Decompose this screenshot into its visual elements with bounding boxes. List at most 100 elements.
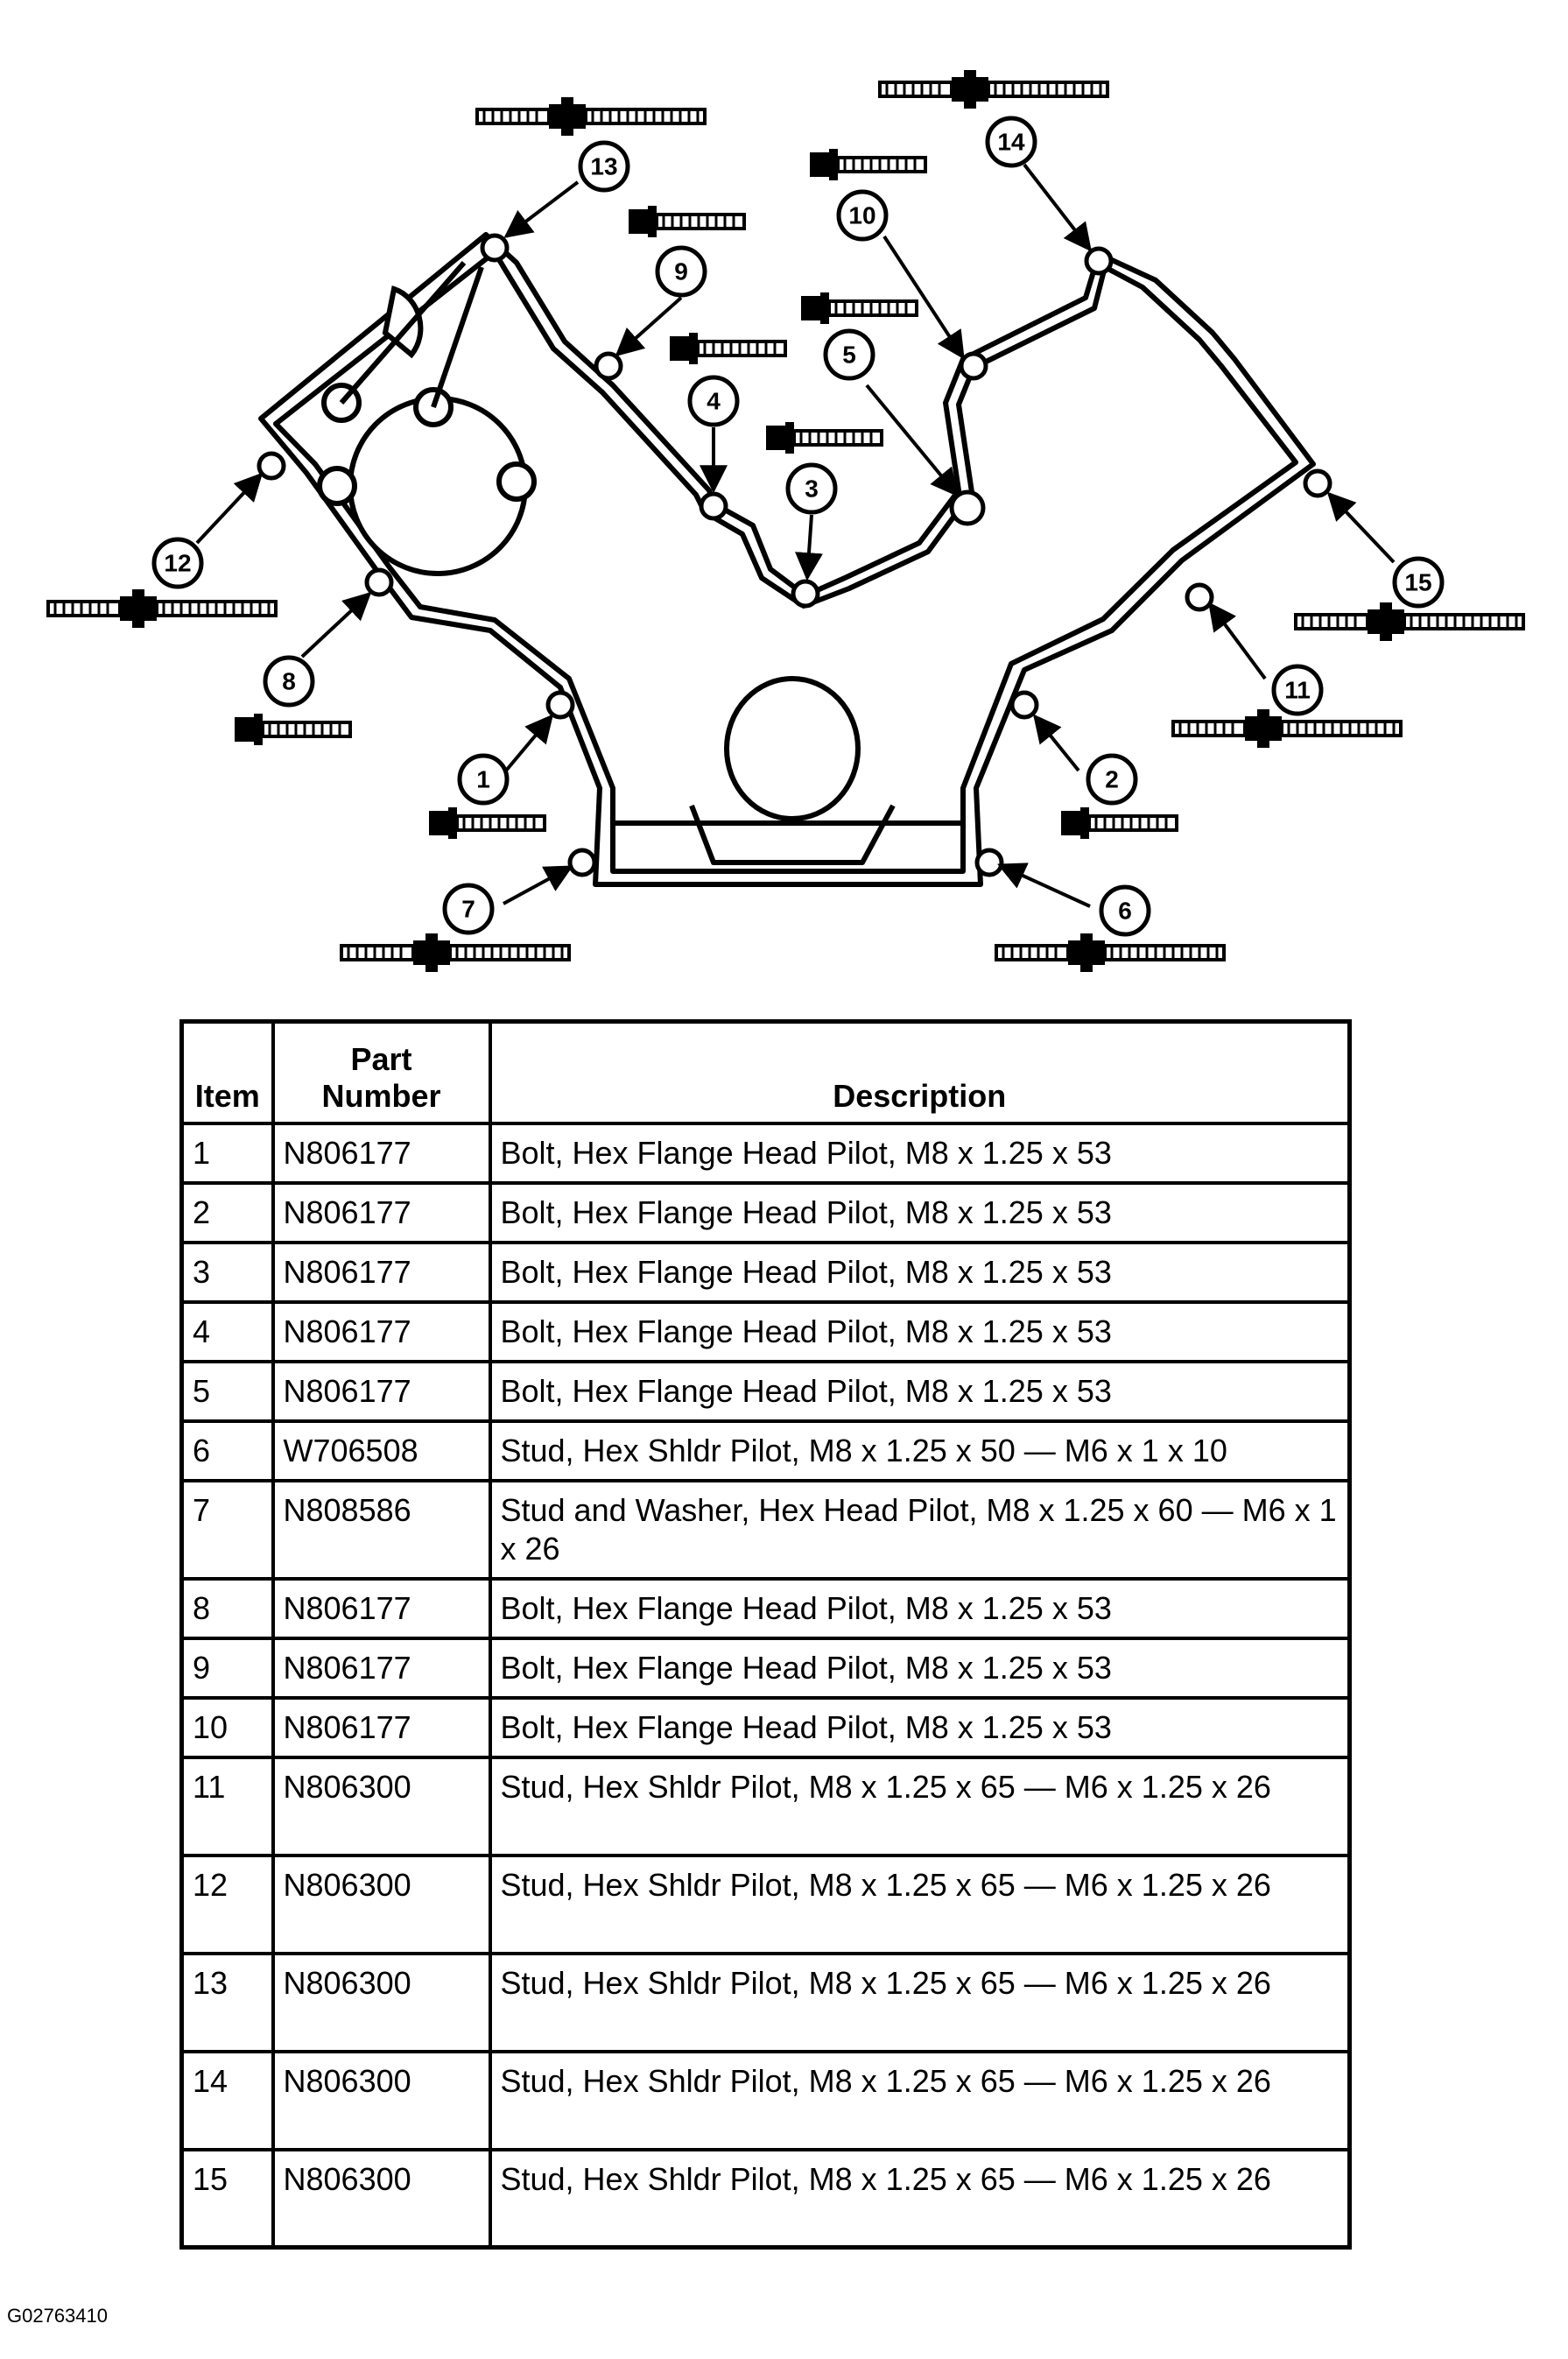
parts-table: Item Part Number Description 1 N806177 B… — [179, 1019, 1352, 2250]
item-cell: 14 — [179, 2049, 275, 2151]
table-row: 4 N806177 Bolt, Hex Flange Head Pilot, M… — [179, 1299, 1352, 1363]
table-row: 14 N806300 Stud, Hex Shldr Pilot, M8 x 1… — [179, 2049, 1352, 2151]
description-cell: Bolt, Hex Flange Head Pilot, M8 x 1.25 x… — [488, 1695, 1352, 1759]
callout-12: 12 — [151, 537, 204, 589]
table-row: 7 N808586 Stud and Washer, Hex Head Pilo… — [179, 1478, 1352, 1581]
svg-text:15: 15 — [1404, 569, 1431, 596]
callout-9: 9 — [655, 245, 707, 298]
description-cell: Bolt, Hex Flange Head Pilot, M8 x 1.25 x… — [488, 1180, 1352, 1244]
callout-14: 14 — [985, 116, 1037, 168]
callout-10: 10 — [836, 189, 889, 242]
part-number-cell: N806300 — [271, 1755, 492, 1857]
item-cell: 12 — [179, 1853, 275, 1955]
part-number-header-line1: Part — [350, 1040, 412, 1077]
part-number-cell: N806177 — [271, 1180, 492, 1244]
callout-11: 11 — [1271, 664, 1324, 716]
figure-reference-code: G02763410 — [7, 2305, 108, 2327]
svg-text:13: 13 — [590, 153, 617, 180]
description-cell: Stud, Hex Shldr Pilot, M8 x 1.25 x 65 — … — [488, 2147, 1352, 2250]
table-row: 5 N806177 Bolt, Hex Flange Head Pilot, M… — [179, 1359, 1352, 1423]
part-number-cell: N806177 — [271, 1695, 492, 1759]
bolt-holes — [257, 233, 1332, 877]
svg-text:1: 1 — [476, 766, 490, 793]
svg-text:11: 11 — [1284, 677, 1311, 704]
description-cell: Stud, Hex Shldr Pilot, M8 x 1.25 x 65 — … — [488, 2049, 1352, 2151]
description-cell: Stud, Hex Shldr Pilot, M8 x 1.25 x 50 — … — [488, 1419, 1352, 1482]
item-cell: 11 — [179, 1755, 275, 1857]
item-cell: 9 — [179, 1636, 275, 1700]
part-number-cell: N808586 — [271, 1478, 492, 1581]
description-cell: Bolt, Hex Flange Head Pilot, M8 x 1.25 x… — [488, 1359, 1352, 1423]
svg-text:12: 12 — [164, 550, 191, 577]
item-cell: 5 — [179, 1359, 275, 1423]
svg-text:6: 6 — [1118, 898, 1132, 925]
item-cell: 15 — [179, 2147, 275, 2250]
callout-3: 3 — [785, 462, 838, 515]
part-number-cell: N806177 — [271, 1121, 492, 1185]
table-row: 3 N806177 Bolt, Hex Flange Head Pilot, M… — [179, 1240, 1352, 1304]
svg-text:3: 3 — [805, 475, 819, 503]
table-row: 2 N806177 Bolt, Hex Flange Head Pilot, M… — [179, 1180, 1352, 1244]
part-number-cell: N806177 — [271, 1240, 492, 1304]
callout-4: 4 — [687, 375, 740, 427]
callout-7: 7 — [442, 883, 495, 935]
description-cell: Bolt, Hex Flange Head Pilot, M8 x 1.25 x… — [488, 1576, 1352, 1640]
callout-1: 1 — [457, 753, 510, 806]
table-row: 6 W706508 Stud, Hex Shldr Pilot, M8 x 1.… — [179, 1419, 1352, 1482]
callout-8: 8 — [263, 655, 315, 708]
item-cell: 13 — [179, 1951, 275, 2053]
description-cell: Bolt, Hex Flange Head Pilot, M8 x 1.25 x… — [488, 1299, 1352, 1363]
description-cell: Stud, Hex Shldr Pilot, M8 x 1.25 x 65 — … — [488, 1755, 1352, 1857]
crankshaft-opening — [724, 676, 861, 821]
svg-text:4: 4 — [707, 388, 721, 415]
part-number-cell: N806177 — [271, 1576, 492, 1640]
front-cover-outline — [258, 232, 1316, 887]
table-row: 10 N806177 Bolt, Hex Flange Head Pilot, … — [179, 1695, 1352, 1759]
table-header-row: Item Part Number Description — [179, 1019, 1352, 1125]
svg-text:9: 9 — [674, 258, 688, 285]
description-cell: Bolt, Hex Flange Head Pilot, M8 x 1.25 x… — [488, 1121, 1352, 1185]
part-number-cell: N806300 — [271, 1951, 492, 2053]
table-row: 11 N806300 Stud, Hex Shldr Pilot, M8 x 1… — [179, 1755, 1352, 1857]
part-number-cell: N806177 — [271, 1299, 492, 1363]
fastener-drawings — [46, 68, 1525, 974]
svg-text:2: 2 — [1105, 766, 1119, 793]
part-number-cell: W706508 — [271, 1419, 492, 1482]
item-cell: 8 — [179, 1576, 275, 1640]
item-cell: 4 — [179, 1299, 275, 1363]
part-number-cell: N806300 — [271, 1853, 492, 1955]
table-row: 8 N806177 Bolt, Hex Flange Head Pilot, M… — [179, 1576, 1352, 1640]
item-cell: 3 — [179, 1240, 275, 1304]
item-cell: 7 — [179, 1478, 275, 1581]
callout-13: 13 — [578, 140, 630, 193]
description-cell: Stud, Hex Shldr Pilot, M8 x 1.25 x 65 — … — [488, 1853, 1352, 1955]
table-row: 15 N806300 Stud, Hex Shldr Pilot, M8 x 1… — [179, 2147, 1352, 2250]
callout-markers: 1 2 3 4 5 6 7 8 9 10 11 12 13 14 15 — [151, 116, 1445, 937]
item-cell: 2 — [179, 1180, 275, 1244]
item-header: Item — [179, 1019, 275, 1125]
table-row: 9 N806177 Bolt, Hex Flange Head Pilot, M… — [179, 1636, 1352, 1700]
description-cell: Bolt, Hex Flange Head Pilot, M8 x 1.25 x… — [488, 1636, 1352, 1700]
callout-6: 6 — [1099, 884, 1151, 937]
part-number-cell: N806300 — [271, 2049, 492, 2151]
item-cell: 1 — [179, 1121, 275, 1185]
svg-text:10: 10 — [848, 202, 875, 229]
table-row: 13 N806300 Stud, Hex Shldr Pilot, M8 x 1… — [179, 1951, 1352, 2053]
callout-2: 2 — [1086, 753, 1138, 806]
table-row: 12 N806300 Stud, Hex Shldr Pilot, M8 x 1… — [179, 1853, 1352, 1955]
svg-text:7: 7 — [461, 896, 475, 923]
part-number-cell: N806300 — [271, 2147, 492, 2250]
part-number-header: Part Number — [271, 1019, 492, 1125]
item-cell: 6 — [179, 1419, 275, 1482]
callout-15: 15 — [1392, 556, 1445, 609]
water-pump-area — [317, 261, 537, 576]
leader-arrows — [195, 163, 1396, 908]
front-cover-bolt-diagram: 1 2 3 4 5 6 7 8 9 10 11 12 13 14 15 — [46, 68, 1525, 974]
description-header: Description — [488, 1019, 1352, 1125]
part-number-cell: N806177 — [271, 1636, 492, 1700]
item-cell: 10 — [179, 1695, 275, 1759]
description-cell: Stud and Washer, Hex Head Pilot, M8 x 1.… — [488, 1478, 1352, 1581]
svg-text:8: 8 — [282, 668, 296, 695]
svg-text:14: 14 — [997, 129, 1025, 156]
part-number-cell: N806177 — [271, 1359, 492, 1423]
